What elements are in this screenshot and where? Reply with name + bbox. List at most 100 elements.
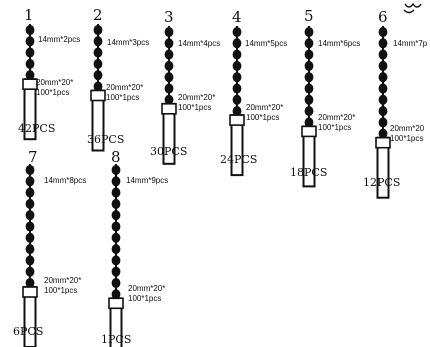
chain-bead bbox=[25, 244, 35, 255]
chain-bead bbox=[378, 26, 388, 38]
chain-bead bbox=[378, 60, 388, 71]
chain-bead bbox=[232, 60, 242, 71]
tube-cap-5 bbox=[301, 125, 317, 138]
chain-bead bbox=[111, 187, 121, 198]
bead-size-label: 14mm*7p bbox=[393, 39, 428, 48]
chain-bead bbox=[111, 277, 121, 289]
chain-bead bbox=[93, 70, 103, 81]
chain-bead bbox=[164, 38, 174, 49]
quantity-label: 1PCS bbox=[101, 333, 131, 346]
tube-cap-7 bbox=[22, 286, 38, 298]
chain-bead bbox=[378, 72, 388, 83]
item-number: 1 bbox=[24, 6, 34, 24]
tube-size-label: 20mm*20* bbox=[44, 276, 81, 285]
quantity-label: 6PCS bbox=[13, 325, 43, 338]
chain-bead bbox=[378, 38, 388, 49]
tube-count-label: 100*1pcs bbox=[246, 113, 279, 122]
chain-bead bbox=[25, 277, 35, 289]
tube-count-label: 100*1pcs bbox=[106, 93, 139, 102]
chain-bead bbox=[304, 94, 314, 105]
tube-count-label: 100*1pcs bbox=[390, 134, 423, 143]
chain-bead bbox=[164, 94, 174, 105]
quantity-label: 36PCS bbox=[87, 133, 124, 146]
chain-bead bbox=[378, 117, 388, 128]
bead-size-label: 14mm*3pcs bbox=[107, 38, 149, 47]
chain-bead bbox=[111, 198, 121, 209]
chain-bead bbox=[304, 72, 314, 83]
chain-bead bbox=[111, 232, 121, 243]
chain-bead bbox=[25, 210, 35, 221]
chain-bead bbox=[232, 49, 242, 60]
item-number: 7 bbox=[28, 148, 38, 166]
tube-count-label: 100*1pcs bbox=[178, 103, 211, 112]
chain-bead bbox=[378, 83, 388, 94]
chain-bead bbox=[25, 176, 35, 187]
chain-bead bbox=[164, 72, 174, 83]
chain-bead bbox=[304, 38, 314, 49]
item-number: 2 bbox=[93, 6, 103, 24]
chain-bead bbox=[25, 164, 35, 176]
quantity-label: 42PCS bbox=[18, 122, 55, 135]
chain-bead bbox=[304, 117, 314, 128]
chain-bead bbox=[25, 198, 35, 209]
chain-bead bbox=[111, 289, 121, 300]
chain-bead bbox=[304, 49, 314, 60]
bead-size-label: 14mm*4pcs bbox=[178, 39, 220, 48]
chain-bead bbox=[232, 106, 242, 117]
tube-size-label: 20mm*20* bbox=[246, 103, 283, 112]
chain-bead bbox=[25, 266, 35, 277]
tube-cap-3 bbox=[161, 103, 177, 115]
chain-bead bbox=[25, 187, 35, 198]
chain-bead bbox=[232, 94, 242, 105]
chain-bead bbox=[378, 49, 388, 60]
chain-bead bbox=[93, 81, 103, 92]
quantity-label: 30PCS bbox=[150, 145, 187, 158]
chain-bead bbox=[25, 36, 35, 47]
bead-size-label: 14mm*9pcs bbox=[126, 176, 168, 185]
tube-count-label: 100*1pcs bbox=[36, 88, 69, 97]
tube-size-label: 20mm*20* bbox=[128, 284, 165, 293]
item-number: 3 bbox=[164, 8, 174, 26]
item-number: 6 bbox=[378, 8, 388, 26]
quantity-label: 18PCS bbox=[290, 166, 327, 179]
chain-bead bbox=[25, 47, 35, 58]
tube-cap-2 bbox=[90, 89, 106, 102]
chain-bead bbox=[304, 106, 314, 117]
quantity-label: 24PCS bbox=[220, 153, 257, 166]
bead-size-label: 14mm*2pcs bbox=[38, 35, 80, 44]
chain-bead bbox=[304, 60, 314, 71]
chain-bead bbox=[232, 26, 242, 38]
chain-bead bbox=[232, 72, 242, 83]
chain-bead bbox=[111, 176, 121, 187]
corner-scribble bbox=[403, 2, 422, 14]
tube-count-label: 100*1pcs bbox=[44, 286, 77, 295]
chain-bead bbox=[25, 58, 35, 69]
chain-bead bbox=[164, 60, 174, 71]
quantity-label: 12PCS bbox=[363, 176, 400, 189]
chain-bead bbox=[25, 24, 35, 36]
chain-bead bbox=[378, 94, 388, 105]
chain-bead bbox=[93, 24, 103, 36]
bead-size-label: 14mm*8pcs bbox=[44, 176, 86, 185]
chain-bead bbox=[111, 244, 121, 255]
tube-size-label: 20mm*20* bbox=[178, 93, 215, 102]
chain-bead bbox=[25, 70, 35, 81]
chain-bead bbox=[378, 106, 388, 117]
chain-bead bbox=[93, 58, 103, 69]
chain-bead bbox=[111, 210, 121, 221]
chain-bead bbox=[378, 128, 388, 139]
chain-bead bbox=[111, 164, 121, 176]
chain-bead bbox=[304, 83, 314, 94]
item-number: 8 bbox=[111, 148, 121, 166]
tube-cap-8 bbox=[108, 297, 124, 310]
chain-bead bbox=[93, 47, 103, 58]
tube-cap-6 bbox=[375, 136, 391, 149]
chain-bead bbox=[25, 255, 35, 266]
tube-count-label: 100*1pcs bbox=[318, 123, 351, 132]
chain-bead bbox=[111, 255, 121, 266]
chain-bead bbox=[304, 26, 314, 38]
tube-cap-4 bbox=[229, 114, 245, 126]
item-number: 4 bbox=[232, 8, 242, 26]
